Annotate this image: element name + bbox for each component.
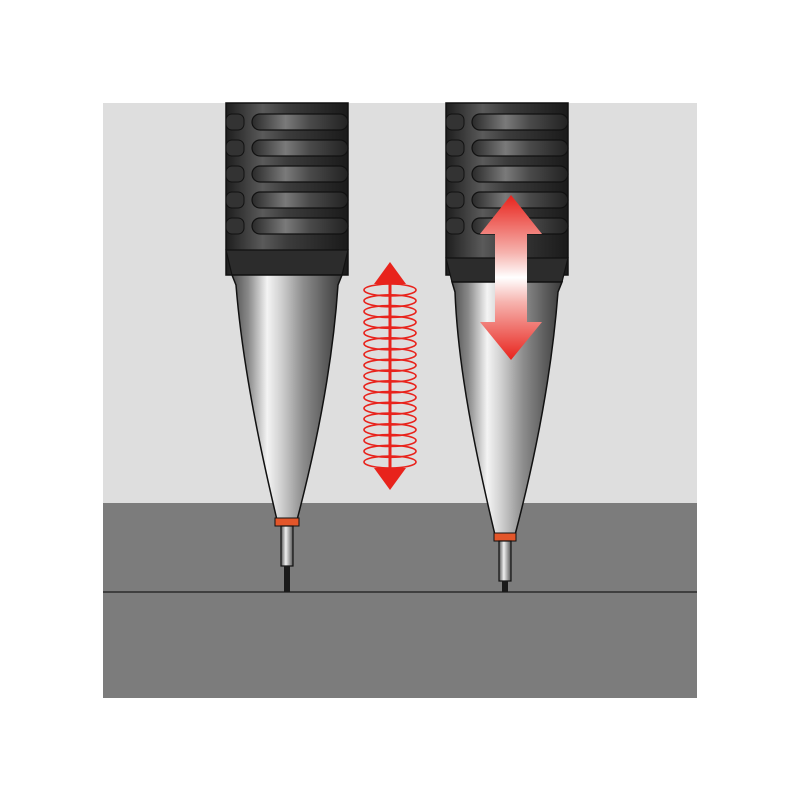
left-pencil-lead [284, 566, 290, 592]
left-pencil [225, 102, 349, 592]
right-pencil-accent-ring [493, 532, 517, 542]
right-grip-ribs [445, 113, 569, 235]
writing-surface [103, 503, 697, 698]
spring-arrow-up [374, 262, 406, 284]
spring-icon [363, 262, 417, 490]
double-arrow-icon [480, 195, 542, 360]
left-pencil-accent-ring [274, 517, 300, 527]
wall-background [103, 103, 697, 503]
left-grip-ribs [225, 113, 349, 235]
left-pencil-lead-sleeve [280, 525, 294, 567]
left-pencil-grip [225, 102, 349, 276]
spring-arrow-down [374, 468, 406, 490]
right-pencil-lead-sleeve [498, 540, 512, 582]
right-pencil-lead [502, 581, 508, 592]
